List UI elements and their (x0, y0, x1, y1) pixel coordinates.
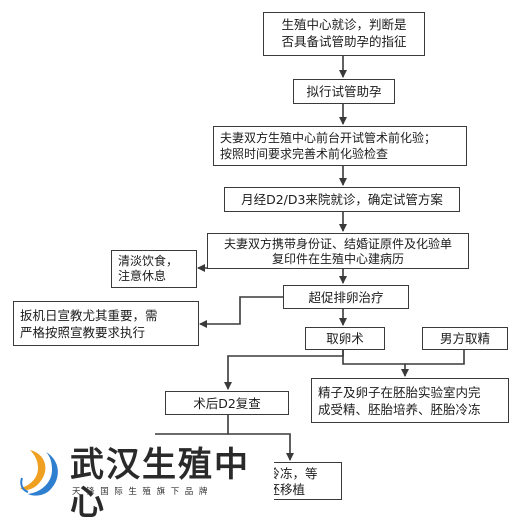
step-postop-recheck: 术后D2复查 (165, 391, 289, 415)
arrow-step9-to-step10 (228, 433, 294, 461)
step-clinic-visit: 生殖中心就诊，判断是 否具备试管助孕的指征 (263, 12, 425, 56)
step-ivf-plan-label: 拟行试管助孕 (306, 84, 382, 99)
step-sperm-collection-label: 男方取精 (439, 331, 490, 346)
step-ivf-plan: 拟行试管助孕 (293, 79, 395, 104)
step-clinic-visit-line2: 否具备试管助孕的指征 (281, 34, 407, 49)
step-pre-op-tests-line1: 夫妻双方生殖中心前台开试管术前化验； (220, 131, 437, 145)
step-clinic-visit-line1: 生殖中心就诊，判断是 (281, 17, 407, 32)
note-trigger-day-line1: 扳机日宣教尤其重要，需 (20, 308, 158, 323)
logo-subtitle: 天锋国际生殖旗下品牌 (72, 487, 214, 497)
arrow-step9-to-branches (155, 414, 229, 435)
step-ovarian-stimulation-label: 超促排卵治疗 (308, 290, 384, 305)
step-postop-recheck-label: 术后D2复查 (193, 396, 261, 411)
note-trigger-day: 扳机日宣教尤其重要，需 严格按照宣教要求执行 (13, 301, 199, 346)
arrow-step7-to-step8 (342, 349, 409, 377)
step-embryo-lab: 精子及卵子在胚胎实验室内完 成受精、胚胎培养、胚胎冷冻 (311, 378, 509, 423)
step-sperm-collection: 男方取精 (422, 327, 508, 350)
wuhan-reproductive-center-logo: 武汉生殖中心 天锋国际生殖旗下品牌 (12, 444, 274, 522)
step-create-record-line1: 夫妻双方携带身份证、结婚证原件及化验单 (223, 237, 452, 251)
step-embryo-lab-line1: 精子及卵子在胚胎实验室内完 (318, 385, 481, 400)
note-diet-rest-line1: 清淡饮食， (118, 254, 179, 268)
step-embryo-lab-line2: 成受精、胚胎培养、胚胎冷冻 (318, 402, 481, 417)
step-create-record: 夫妻双方携带身份证、结婚证原件及化验单 复印件在生殖中心建病历 (207, 233, 469, 269)
step-create-record-line2: 复印件在生殖中心建病历 (271, 252, 404, 266)
note-diet-rest-line2: 注意休息 (118, 269, 167, 283)
note-trigger-day-line2: 严格按照宣教要求执行 (20, 325, 146, 340)
step-pre-op-tests-line2: 按照时间要求完善术前化验检查 (220, 147, 389, 161)
step-egg-retrieval: 取卵术 (305, 327, 385, 350)
step-protocol-visit: 月经D2/D3来院就诊，确定试管方案 (224, 187, 460, 212)
line-step7b-to-step8 (405, 349, 465, 365)
step-protocol-visit-label: 月经D2/D3来院就诊，确定试管方案 (241, 192, 443, 207)
logo-emblem-icon (20, 450, 58, 496)
step-pre-op-tests: 夫妻双方生殖中心前台开试管术前化验； 按照时间要求完善术前化验检查 (213, 126, 467, 166)
arrow-step6-to-trigger-note (199, 296, 283, 328)
step-egg-retrieval-label: 取卵术 (326, 331, 364, 346)
note-diet-rest: 清淡饮食， 注意休息 (111, 250, 197, 288)
step-ovarian-stimulation: 超促排卵治疗 (283, 285, 409, 309)
logo-title: 武汉生殖中心 (70, 445, 250, 523)
